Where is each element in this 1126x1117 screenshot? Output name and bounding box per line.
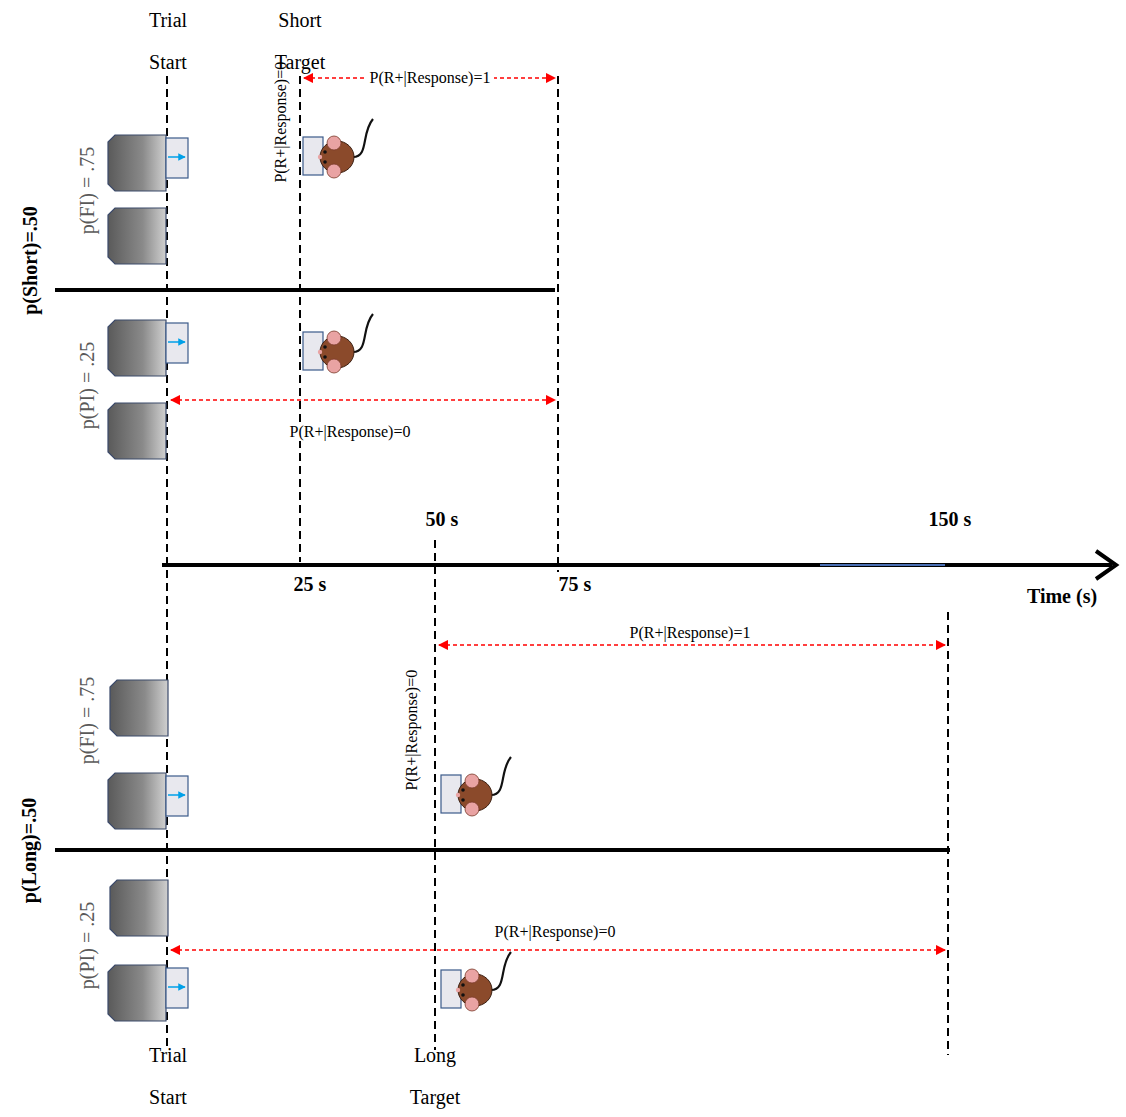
lever-light [166, 968, 188, 1008]
probability-note: P(R+|Response)=0 [272, 62, 290, 183]
lever-light [166, 323, 188, 363]
trial-probability: p(FI) = .75 [76, 146, 99, 233]
time-axis [162, 563, 1112, 567]
trial-probability: p(PI) = .25 [76, 341, 99, 428]
long-target-line [434, 540, 436, 1050]
trial-probability: p(FI) = .75 [76, 676, 99, 763]
axis-arrowhead [1096, 551, 1116, 579]
group-probability: p(Long)=.50 [19, 797, 42, 902]
lever-light [166, 776, 188, 816]
group-separator [55, 848, 950, 852]
lever [110, 880, 168, 936]
group-separator [55, 288, 555, 292]
lever [108, 320, 166, 376]
lever [108, 403, 166, 459]
probability-note: P(R+|Response)=0 [286, 423, 415, 441]
axis-title: Time (s) [1027, 585, 1097, 608]
mouse-icon [303, 119, 373, 178]
probability-note: P(R+|Response)=0 [491, 923, 620, 941]
event-heading: Trial Start [138, 0, 198, 83]
axis-highlight [820, 564, 945, 566]
lever [108, 135, 166, 191]
lever [110, 680, 168, 736]
mouse-icon [441, 757, 511, 816]
axis-tick-label: 50 s [426, 508, 459, 531]
event-heading: Long Target [399, 1034, 471, 1117]
lever [108, 965, 166, 1021]
reward-window [439, 644, 945, 646]
axis-tick-label: 150 s [929, 508, 972, 531]
lever [108, 208, 166, 264]
probability-note: P(R+|Response)=0 [403, 670, 421, 791]
lever-light [166, 138, 188, 178]
axis-tick-label: 75 s [559, 573, 592, 596]
trial-probability: p(PI) = .25 [76, 901, 99, 988]
mouse-icon [441, 952, 511, 1011]
group-probability: p(Short)=.50 [19, 206, 42, 315]
short-target-line [299, 76, 301, 562]
long-end-line [947, 612, 949, 1055]
probe-window [171, 949, 945, 951]
short-end-line [557, 76, 559, 572]
probe-window [171, 399, 555, 401]
lever [108, 773, 166, 829]
mouse-icon [303, 314, 373, 373]
axis-tick-label: 25 s [294, 573, 327, 596]
event-heading: Trial Start [138, 1034, 198, 1117]
probability-note: P(R+|Response)=1 [366, 69, 495, 87]
probability-note: P(R+|Response)=1 [626, 624, 755, 642]
